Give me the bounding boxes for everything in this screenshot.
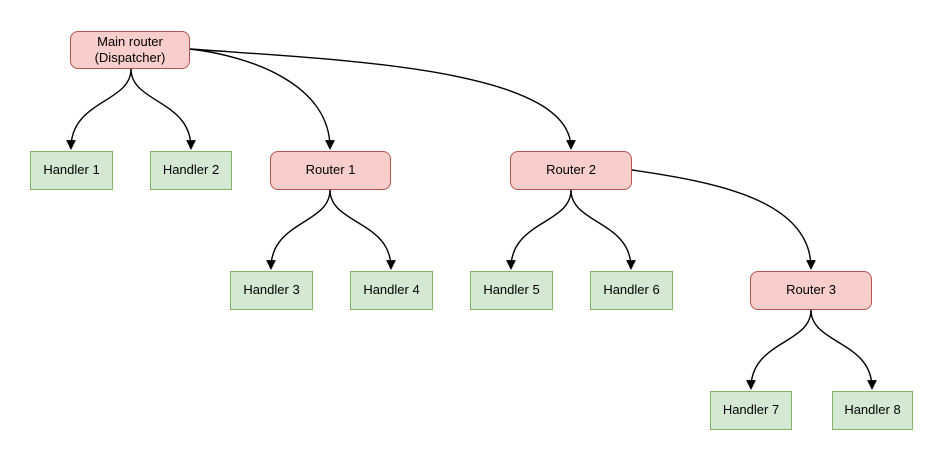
node-handler-6: Handler 6 — [590, 271, 673, 310]
node-handler-1: Handler 1 — [30, 151, 113, 190]
edge-router-1-to-handler-3 — [266, 189, 331, 270]
edge-router-1-to-handler-4 — [329, 189, 396, 270]
edge-main-to-router-2 — [189, 48, 576, 150]
edge-router-3-to-handler-7 — [746, 309, 812, 390]
edge-main-to-handler-2 — [130, 68, 196, 150]
edge-router-2-to-handler-5 — [506, 189, 572, 270]
node-label: Main router (Dispatcher) — [94, 33, 166, 65]
node-router-2: Router 2 — [510, 151, 632, 190]
node-label: Router 1 — [305, 162, 356, 178]
edge-main-to-handler-1 — [66, 68, 132, 150]
node-main-router: Main router (Dispatcher) — [70, 31, 190, 69]
edge-router-3-to-handler-8 — [810, 309, 877, 390]
node-handler-5: Handler 5 — [470, 271, 553, 310]
node-label: Handler 3 — [243, 282, 300, 298]
node-label: Router 3 — [786, 282, 836, 298]
node-handler-8: Handler 8 — [832, 391, 913, 430]
node-router-3: Router 3 — [750, 271, 872, 310]
node-handler-4: Handler 4 — [350, 271, 433, 310]
node-label: Handler 2 — [162, 162, 220, 178]
node-label: Handler 1 — [43, 162, 100, 178]
node-label: Handler 4 — [363, 282, 420, 298]
node-label: Handler 8 — [844, 402, 901, 418]
node-handler-3: Handler 3 — [230, 271, 313, 310]
node-handler-7: Handler 7 — [710, 391, 792, 430]
edge-main-to-router-1 — [189, 48, 335, 150]
node-label: Router 2 — [546, 162, 596, 178]
node-router-1: Router 1 — [270, 151, 391, 190]
edge-router-2-to-router-3 — [631, 169, 816, 270]
node-handler-2: Handler 2 — [150, 151, 232, 190]
edge-router-2-to-handler-6 — [570, 189, 636, 270]
node-label: Handler 6 — [603, 282, 660, 298]
node-label: Handler 7 — [722, 402, 780, 418]
node-label: Handler 5 — [483, 282, 540, 298]
